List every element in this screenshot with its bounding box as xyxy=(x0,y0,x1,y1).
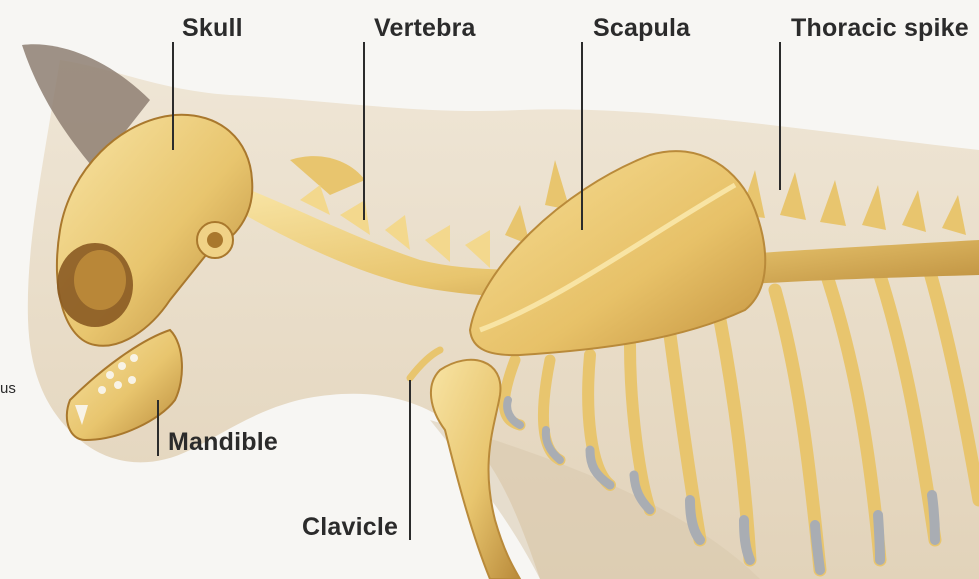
label-scapula: Scapula xyxy=(593,14,690,43)
label-skull: Skull xyxy=(182,14,243,43)
label-fragment-left-edge: us xyxy=(0,380,16,397)
label-thoracic-spike: Thoracic spike xyxy=(791,14,969,43)
label-clavicle: Clavicle xyxy=(302,513,398,542)
label-mandible: Mandible xyxy=(168,428,278,457)
label-vertebra: Vertebra xyxy=(374,14,476,43)
